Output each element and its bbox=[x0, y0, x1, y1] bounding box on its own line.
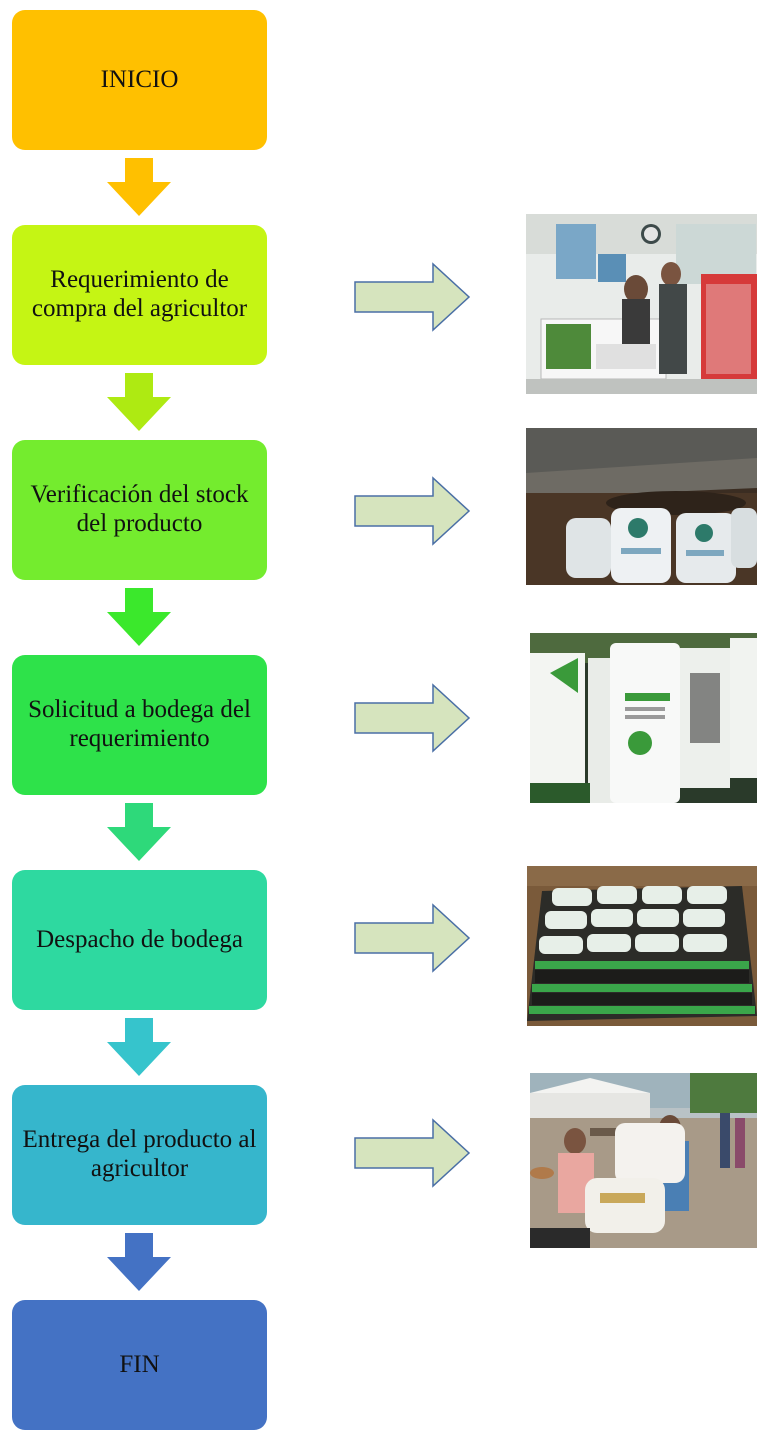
step-fin: FIN bbox=[12, 1300, 267, 1430]
step-fin-label: FIN bbox=[119, 1350, 160, 1378]
step-despacho-bodega-label: Despacho de bodega bbox=[36, 925, 243, 953]
fertilizer-bags-photo bbox=[530, 633, 757, 803]
down-arrow-icon bbox=[107, 1018, 171, 1076]
down-arrow-icon bbox=[107, 158, 171, 216]
right-arrow-icon bbox=[354, 476, 471, 546]
delivery-to-farmer-photo bbox=[530, 1073, 757, 1248]
step-despacho-bodega: Despacho de bodega bbox=[12, 870, 267, 1010]
right-arrow-icon bbox=[354, 903, 471, 973]
step-entrega-producto-label: Entrega del producto al agricultor bbox=[22, 1126, 257, 1182]
right-arrow-icon bbox=[354, 262, 471, 332]
step-requerimiento-compra-label: Requerimiento de compra del agricultor bbox=[31, 266, 248, 322]
step-solicitud-bodega: Solicitud a bodega del requerimiento bbox=[12, 655, 267, 795]
stacked-compost-bags-photo bbox=[527, 866, 757, 1026]
step-inicio-label: INICIO bbox=[100, 65, 179, 93]
step-verificacion-stock: Verificación del stock del producto bbox=[12, 440, 267, 580]
step-solicitud-bodega-label: Solicitud a bodega del requerimiento bbox=[28, 696, 251, 752]
down-arrow-icon bbox=[107, 373, 171, 431]
down-arrow-icon bbox=[107, 588, 171, 646]
step-entrega-producto: Entrega del producto al agricultor bbox=[12, 1085, 267, 1225]
step-inicio: INICIO bbox=[12, 10, 267, 150]
right-arrow-icon bbox=[354, 683, 471, 753]
right-arrow-icon bbox=[354, 1118, 471, 1188]
step-requerimiento-compra: Requerimiento de compra del agricultor bbox=[12, 225, 267, 365]
down-arrow-icon bbox=[107, 1233, 171, 1291]
step-verificacion-stock-label: Verificación del stock del producto bbox=[30, 481, 249, 537]
warehouse-sacks-photo bbox=[526, 428, 757, 585]
down-arrow-icon bbox=[107, 803, 171, 861]
store-counter-photo bbox=[526, 214, 757, 394]
